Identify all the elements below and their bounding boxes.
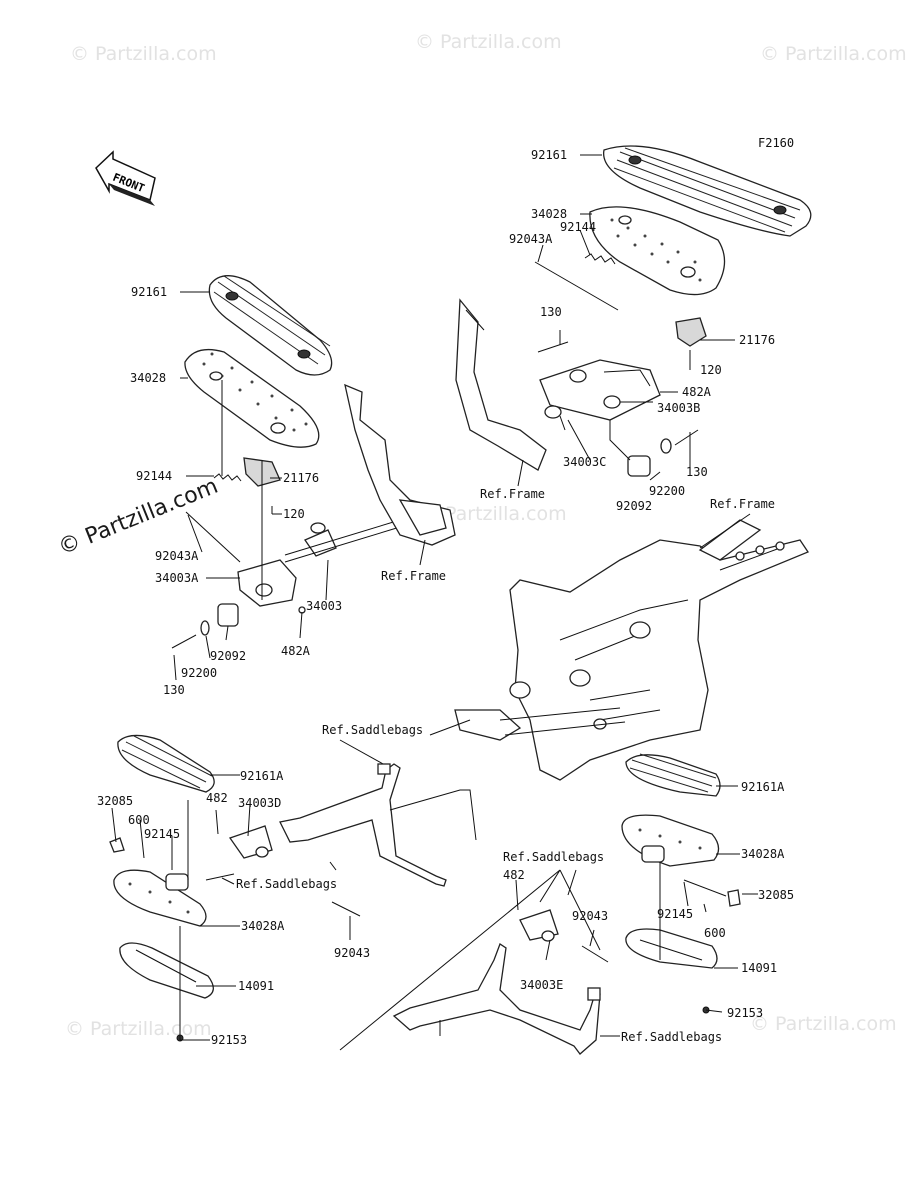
label-482A-left: 482A [281, 644, 311, 658]
label-92043-right: 92043 [572, 909, 608, 923]
label-482A-top: 482A [682, 385, 712, 399]
top-right-floorboard [455, 145, 812, 477]
label-21176-left: 21176 [283, 471, 319, 485]
label-34003C: 34003C [563, 455, 606, 469]
label-21176-top: 21176 [739, 333, 775, 347]
label-34028A-right: 34028A [741, 847, 785, 861]
leaders-center [339, 513, 751, 766]
center-frame [454, 519, 809, 781]
part-labels: 92161 34028 92043A 92144 130 21176 120 4… [97, 148, 794, 1047]
label-92161-top: 92161 [531, 148, 567, 162]
leaders-top-right [517, 154, 735, 487]
label-120-left: 120 [283, 507, 305, 521]
label-92043A-top: 92043A [509, 232, 553, 246]
label-ref-frame-b: Ref.Frame [710, 497, 775, 511]
watermark-3: © Partzilla.com [760, 43, 907, 65]
watermark-1: © Partzilla.com [70, 43, 217, 65]
label-92200-top: 92200 [649, 484, 685, 498]
label-600-right: 600 [704, 926, 726, 940]
left-floorboard [171, 275, 456, 649]
label-92145-right: 92145 [657, 907, 693, 921]
label-92200-left: 92200 [181, 666, 217, 680]
label-ref-saddlebags-a: Ref.Saddlebags [322, 723, 423, 737]
label-14091-left: 14091 [238, 979, 274, 993]
label-600-left: 600 [128, 813, 150, 827]
label-ref-frame-a: Ref.Frame [480, 487, 545, 501]
watermark-main: © Partzilla.com [55, 474, 222, 561]
label-34028A-left: 34028A [241, 919, 285, 933]
label-482-left: 482 [206, 791, 228, 805]
watermark-5: © Partzilla.com [750, 1013, 897, 1035]
label-32085-left: 32085 [97, 794, 133, 808]
label-92161A-right: 92161A [741, 780, 785, 794]
label-ref-frame-c: Ref.Frame [381, 569, 446, 583]
leaders-lower-left [111, 774, 351, 1041]
label-482-right: 482 [503, 868, 525, 882]
watermark-6: © Partzilla.com [65, 1018, 212, 1040]
label-34003E: 34003E [520, 978, 563, 992]
figure-code: F2160 [758, 136, 794, 150]
label-130-top-a: 130 [540, 305, 562, 319]
label-ref-saddlebags-b: Ref.Saddlebags [236, 877, 337, 891]
leaders-lower-right [339, 785, 758, 1051]
front-arrow-icon: FRONT [95, 150, 156, 206]
lower-right-floorboard [392, 753, 741, 1055]
label-92161-left: 92161 [131, 285, 167, 299]
label-92043A-left: 92043A [155, 549, 199, 563]
label-130-top-b: 130 [686, 465, 708, 479]
label-92145-left: 92145 [144, 827, 180, 841]
label-34003: 34003 [306, 599, 342, 613]
label-ref-saddlebags-c: Ref.Saddlebags [503, 850, 604, 864]
label-34003A: 34003A [155, 571, 199, 585]
watermark-4: © Partzilla.com [420, 503, 567, 525]
label-92092-top: 92092 [616, 499, 652, 513]
label-34003D: 34003D [238, 796, 281, 810]
leaders-left-upper [173, 291, 426, 681]
lower-left-floorboard [109, 734, 477, 1042]
label-34028-top: 34028 [531, 207, 567, 221]
label-92153-right: 92153 [727, 1006, 763, 1020]
label-92043-left: 92043 [334, 946, 370, 960]
watermark-2: © Partzilla.com [415, 31, 562, 53]
label-120-top: 120 [700, 363, 722, 377]
label-92153-left: 92153 [211, 1033, 247, 1047]
label-92144-top: 92144 [560, 220, 596, 234]
label-32085-right: 32085 [758, 888, 794, 902]
label-92092-left: 92092 [210, 649, 246, 663]
label-34003B: 34003B [657, 401, 700, 415]
label-34028-left: 34028 [130, 371, 166, 385]
label-14091-right: 14091 [741, 961, 777, 975]
label-130-left: 130 [163, 683, 185, 697]
label-92161A-left: 92161A [240, 769, 284, 783]
label-ref-saddlebags-d: Ref.Saddlebags [621, 1030, 722, 1044]
label-92144-left: 92144 [136, 469, 172, 483]
